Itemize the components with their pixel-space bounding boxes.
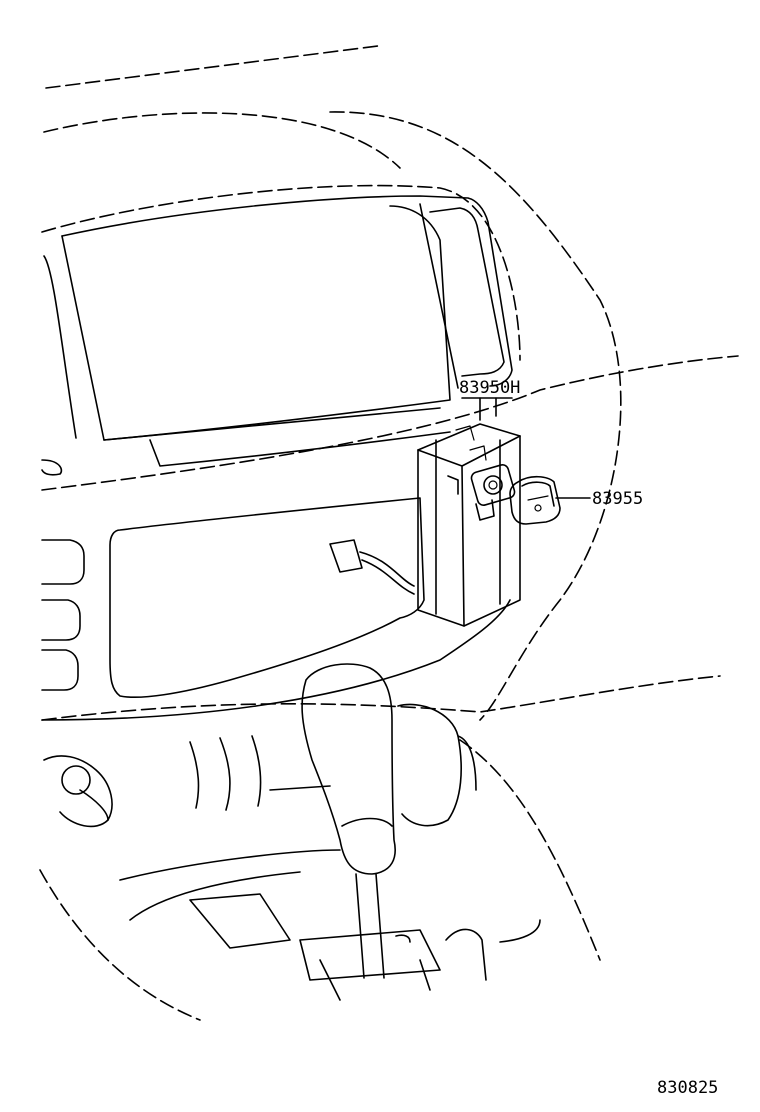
leader-83950H [461, 397, 513, 421]
switch-83955 [509, 475, 591, 525]
center-panel [41, 497, 511, 721]
left-air-vents [41, 539, 85, 691]
lower-console [43, 735, 541, 1001]
part-label-83950H: 83950H [459, 378, 520, 398]
vehicle-body-outline [39, 45, 739, 1021]
instrument-cluster [41, 195, 513, 476]
part-label-83955: 83955 [592, 489, 643, 509]
shift-lever [301, 663, 477, 979]
ecu-module-83950H [329, 423, 521, 627]
figure-code: 830825 [657, 1078, 718, 1098]
